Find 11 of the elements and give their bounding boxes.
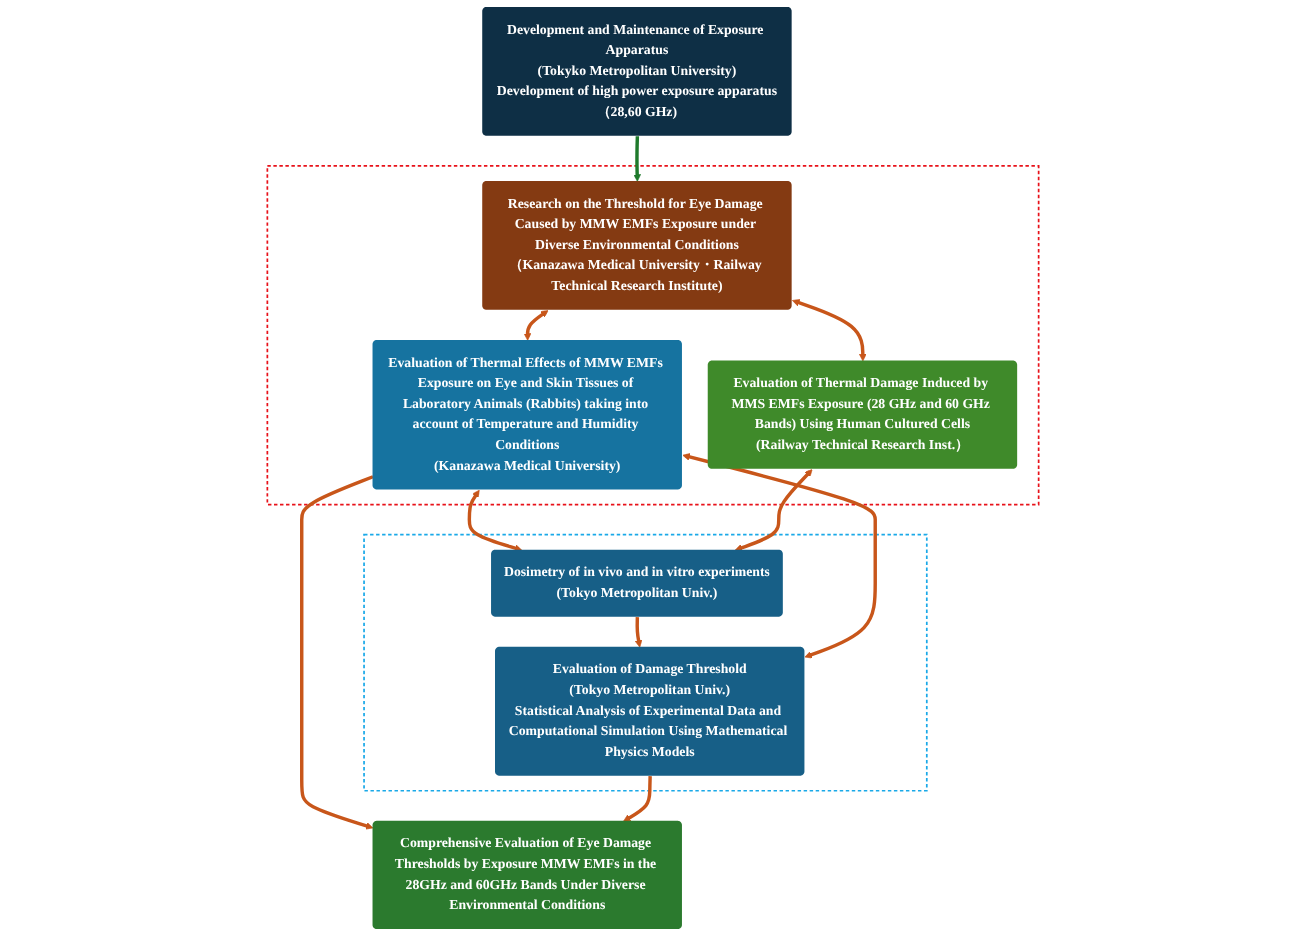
- arrow: [623, 776, 652, 822]
- arrow: [523, 310, 549, 341]
- arrow: [682, 453, 877, 659]
- arrow: [633, 136, 641, 182]
- arrow: [634, 617, 643, 648]
- cluster: [363, 533, 928, 792]
- arrow: [467, 489, 522, 552]
- arrow: [792, 299, 867, 362]
- arrow: [300, 475, 374, 830]
- cluster: [266, 165, 1040, 506]
- arrow: [734, 469, 813, 552]
